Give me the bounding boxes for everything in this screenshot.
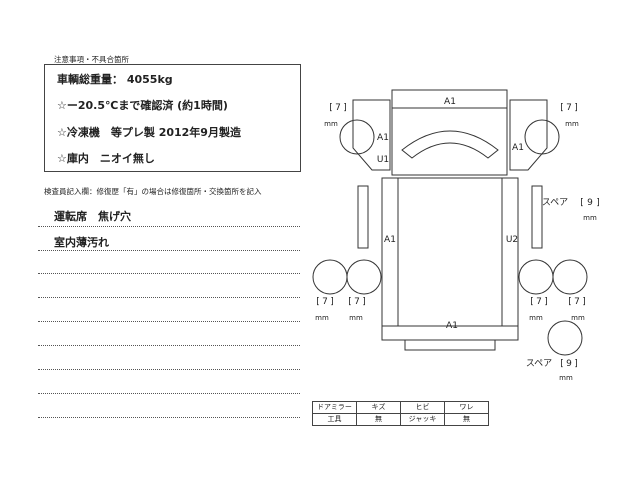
paren-open: [ bbox=[560, 359, 564, 369]
paren-open: [ bbox=[530, 297, 534, 307]
tire-depth-front-left: 7 bbox=[335, 103, 341, 113]
code-front-bumper: A1 bbox=[444, 97, 456, 107]
tire-depth-spare-lower: 9 bbox=[566, 359, 572, 369]
paren-open: [ bbox=[560, 103, 564, 113]
legend-row: ドアミラー キズ ヒビ ワレ bbox=[312, 401, 489, 414]
legend-cell: 無 bbox=[356, 413, 401, 426]
cargo-body-shape bbox=[381, 177, 519, 327]
legend-cell: 無 bbox=[444, 413, 489, 426]
entry-rule bbox=[38, 417, 300, 418]
legend-cell: ワレ bbox=[444, 401, 489, 414]
inspection-entry: 室内薄汚れ bbox=[54, 236, 109, 249]
unit-label: mm bbox=[583, 214, 597, 222]
entry-rule bbox=[38, 369, 300, 370]
note-line: ☆庫内 ニオイ無し bbox=[57, 152, 155, 165]
unit-label: mm bbox=[559, 374, 573, 382]
spare-label: スペア bbox=[526, 359, 552, 369]
front-bumper-shape bbox=[391, 89, 508, 109]
note-line: ☆冷凍機 等プレ製 2012年9月製造 bbox=[57, 126, 241, 139]
unit-label: mm bbox=[565, 120, 579, 128]
cab-right-shape bbox=[509, 99, 548, 171]
notes-title: 注意事項・不具合箇所 bbox=[54, 55, 129, 64]
code-body-left: A1 bbox=[384, 235, 396, 245]
side-guard-left bbox=[357, 185, 369, 249]
entry-rule bbox=[38, 321, 300, 322]
code-cab-left: A1 bbox=[377, 133, 389, 143]
unit-label: mm bbox=[529, 314, 543, 322]
unit-label: mm bbox=[324, 120, 338, 128]
inspection-title: 検査員記入欄：修復歴「有」の場合は修復箇所・交換箇所を記入 bbox=[44, 187, 262, 196]
side-guard-right bbox=[531, 185, 543, 249]
paren-close: ] bbox=[574, 103, 578, 113]
tire-front-left bbox=[339, 119, 375, 155]
entry-rule bbox=[38, 273, 300, 274]
entry-rule bbox=[38, 393, 300, 394]
paren-close: ] bbox=[330, 297, 334, 307]
inspection-entry: 運転席 焦げ穴 bbox=[54, 210, 131, 223]
code-cab-right: A1 bbox=[512, 143, 524, 153]
spare-label: スペア bbox=[542, 198, 568, 208]
paren-close: ] bbox=[362, 297, 366, 307]
paren-open: [ bbox=[316, 297, 320, 307]
tire-rear-inner-left bbox=[346, 259, 382, 295]
tire-depth-rear-outer-right: 7 bbox=[574, 297, 580, 307]
code-body-right: U2 bbox=[506, 235, 518, 245]
legend-cell: ドアミラー bbox=[312, 401, 357, 414]
legend-cell: 工具 bbox=[312, 413, 357, 426]
cab-left-shape bbox=[352, 99, 391, 171]
tire-rear-outer-right bbox=[552, 259, 588, 295]
legend-row: 工具 無 ジャッキ 無 bbox=[312, 413, 489, 426]
notes-box: 車輌総重量： 4055kg ☆ー20.5℃まで確認済 (約1時間) ☆冷凍機 等… bbox=[44, 64, 301, 172]
tire-depth-rear-inner-left: 7 bbox=[354, 297, 360, 307]
paren-close: ] bbox=[596, 198, 600, 208]
paren-open: [ bbox=[348, 297, 352, 307]
paren-close: ] bbox=[582, 297, 586, 307]
entry-rule bbox=[38, 345, 300, 346]
paren-close: ] bbox=[343, 103, 347, 113]
unit-label: mm bbox=[349, 314, 363, 322]
unit-label: mm bbox=[315, 314, 329, 322]
tire-depth-spare-upper: 9 bbox=[587, 198, 593, 208]
tire-depth-front-right: 7 bbox=[566, 103, 572, 113]
windshield-shape bbox=[401, 130, 499, 159]
legend-cell: ジャッキ bbox=[400, 413, 445, 426]
paren-open: [ bbox=[329, 103, 333, 113]
entry-rule bbox=[38, 297, 300, 298]
legend-cell: ヒビ bbox=[400, 401, 445, 414]
tire-front-right bbox=[524, 119, 560, 155]
code-rear: A1 bbox=[446, 321, 458, 331]
tire-spare bbox=[547, 320, 583, 356]
note-line: 車輌総重量： 4055kg bbox=[57, 73, 173, 86]
entry-rule bbox=[38, 250, 300, 251]
tire-depth-rear-inner-right: 7 bbox=[536, 297, 542, 307]
legend-cell: キズ bbox=[356, 401, 401, 414]
paren-close: ] bbox=[544, 297, 548, 307]
tire-depth-rear-outer-left: 7 bbox=[322, 297, 328, 307]
paren-open: [ bbox=[580, 198, 584, 208]
tire-rear-outer-left bbox=[312, 259, 348, 295]
paren-close: ] bbox=[574, 359, 578, 369]
paren-open: [ bbox=[568, 297, 572, 307]
cab-center-shape bbox=[391, 108, 508, 176]
unit-label: mm bbox=[571, 314, 585, 322]
entry-rule bbox=[38, 226, 300, 227]
tire-rear-inner-right bbox=[518, 259, 554, 295]
note-line: ☆ー20.5℃まで確認済 (約1時間) bbox=[57, 99, 228, 112]
legend-table: ドアミラー キズ ヒビ ワレ 工具 無 ジャッキ 無 bbox=[312, 401, 489, 426]
code-cab-left-lower: U1 bbox=[377, 155, 389, 165]
